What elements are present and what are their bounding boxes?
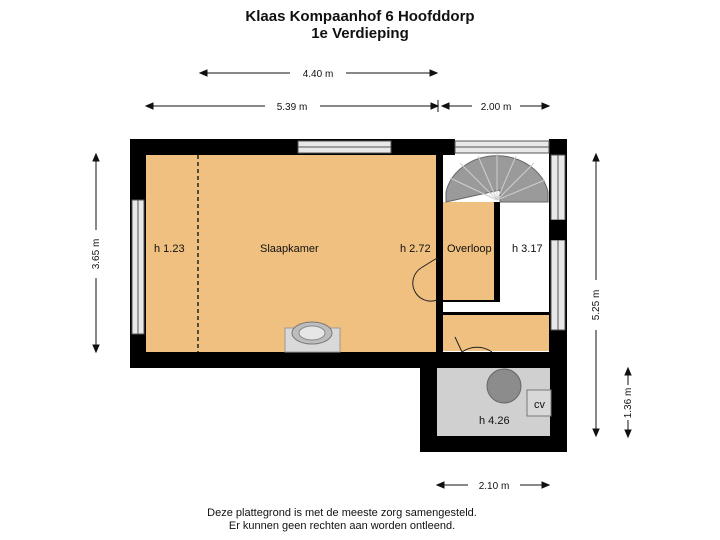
dim-top-left: 5.39 m xyxy=(277,102,308,113)
floor-subtitle: 1e Verdieping xyxy=(311,25,409,42)
landing-floor xyxy=(443,315,549,351)
dim-bottom: 2.10 m xyxy=(479,481,510,492)
wastafel-icon xyxy=(284,321,341,353)
height-label-4: h 4.26 xyxy=(479,415,510,427)
height-label-3: h 3.17 xyxy=(512,243,543,255)
doors xyxy=(412,257,493,353)
cv-ketel-icon xyxy=(486,368,552,417)
dimension-lines xyxy=(92,69,632,489)
room-label-overloop: Overloop xyxy=(447,243,492,255)
plan-title: Klaas Kompaanhof 6 Hoofddorp xyxy=(245,8,475,25)
windows xyxy=(131,140,566,335)
disclaimer-line-1: Deze plattegrond is met de meeste zorg s… xyxy=(207,507,477,519)
dim-left: 3.65 m xyxy=(91,239,102,270)
room-label-slaapkamer: Slaapkamer xyxy=(260,243,319,255)
height-label-2: h 2.72 xyxy=(400,243,431,255)
slaapkamer-floor xyxy=(146,155,437,352)
height-label-1: h 1.23 xyxy=(154,243,185,255)
overloop-floor xyxy=(443,202,494,300)
dim-right-lower: 1.36 m xyxy=(623,388,634,419)
dim-top-inner: 4.40 m xyxy=(303,69,334,80)
disclaimer-line-2: Er kunnen geen rechten aan worden ontlee… xyxy=(228,520,456,532)
room-label-cv: cv xyxy=(534,399,546,411)
dim-right-total: 5.25 m xyxy=(591,290,602,321)
staircase xyxy=(445,154,549,203)
dim-top-right: 2.00 m xyxy=(481,102,512,113)
